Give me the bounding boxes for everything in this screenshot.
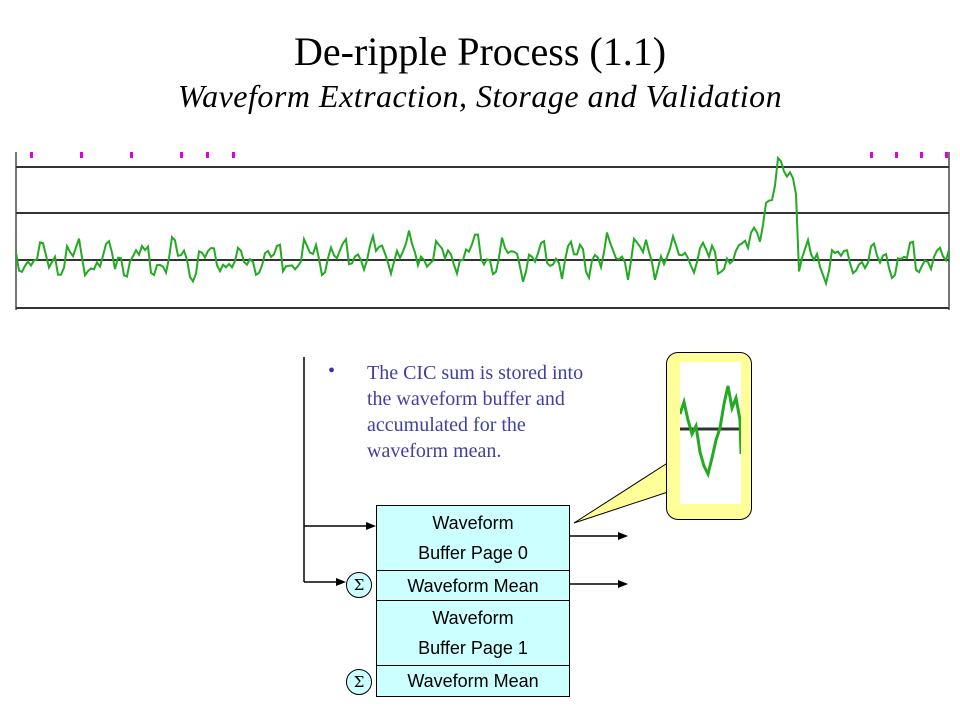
zoom-callout-view: [680, 362, 741, 504]
slide-subtitle: Waveform Extraction, Storage and Validat…: [177, 78, 783, 114]
arrowhead-mean0: [336, 578, 346, 586]
waveform-mean-1: Waveform Mean: [376, 665, 570, 697]
trigger-marker: [30, 152, 33, 158]
waveform-plot: [15, 152, 950, 310]
trigger-marker: [945, 152, 948, 158]
zoom-waveform-trace: [680, 385, 741, 479]
waveform-trace: [15, 155, 950, 287]
trigger-marker: [920, 152, 923, 158]
sigma-icon: Σ: [346, 669, 372, 695]
callout-pointer: [573, 454, 681, 524]
trigger-markers: [30, 152, 948, 158]
waveform-buffer-page-1: Waveform Buffer Page 1: [376, 600, 570, 666]
buffer1-label-line1: Waveform: [432, 608, 514, 628]
mean1-label: Waveform Mean: [407, 671, 539, 691]
waveform-buffer-page-0: Waveform Buffer Page 0: [376, 505, 570, 571]
buffer0-label-line2: Buffer Page 0: [418, 543, 528, 563]
trigger-marker: [130, 152, 133, 158]
trigger-marker: [206, 152, 209, 158]
note-text: The CIC sum is stored into the waveform …: [367, 362, 584, 462]
connector-lines: [303, 357, 681, 588]
arrowhead-buffer0: [366, 522, 376, 530]
trigger-marker: [80, 152, 83, 158]
arrowhead-mean0-out: [618, 580, 628, 588]
trigger-marker: [870, 152, 873, 158]
sigma-icon: Σ: [346, 572, 372, 598]
buffer1-label-line2: Buffer Page 1: [418, 638, 528, 658]
note-bullet: •: [328, 360, 336, 382]
trigger-marker: [180, 152, 183, 158]
mean0-label: Waveform Mean: [407, 575, 539, 596]
slide-title: De-ripple Process (1.1): [293, 29, 667, 74]
arrowhead-buffer0-out: [618, 532, 628, 540]
trigger-marker: [232, 152, 235, 158]
trigger-marker: [895, 152, 898, 158]
waveform-mean-0: Waveform Mean: [376, 570, 570, 601]
buffer0-label-line1: Waveform: [432, 513, 514, 533]
